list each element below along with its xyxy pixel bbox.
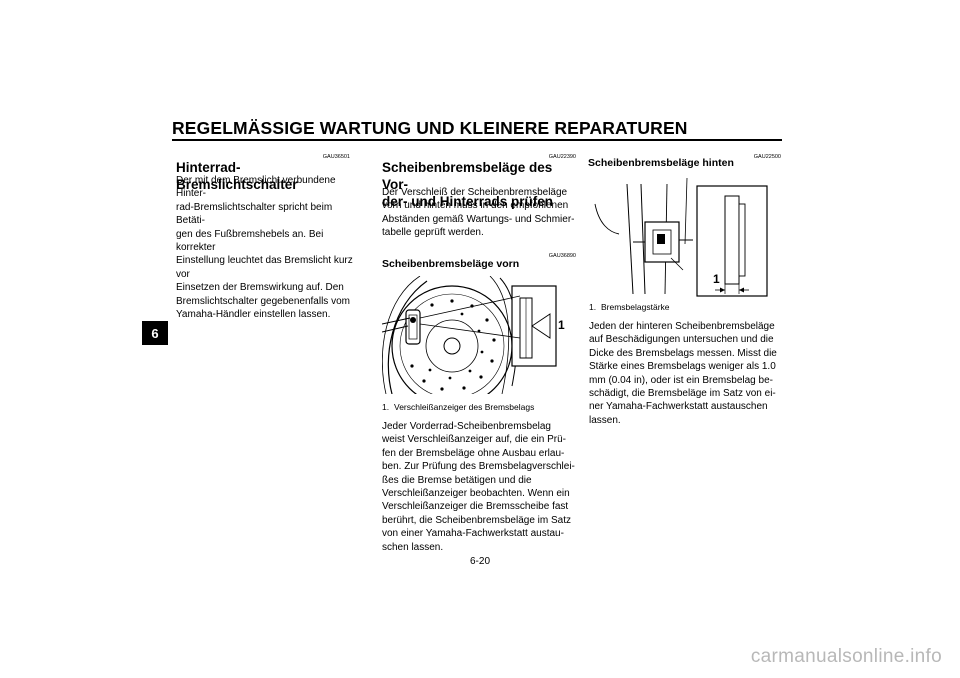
section-body: Der mit dem Bremslicht verbundene Hinter… — [176, 175, 353, 321]
figure-caption: 1. Verschleißanzeiger des Bremsbelags — [382, 402, 582, 413]
section-code: GAU22390 — [548, 154, 576, 160]
section-code: GAU36501 — [322, 154, 350, 160]
figure-caption: 1. Bremsbelagstärke — [589, 302, 784, 313]
caption-text: Verschleißanzeiger des Bremsbelags — [394, 402, 535, 412]
callout-label: 1 — [713, 272, 720, 286]
callout-label: 1 — [558, 318, 565, 332]
chapter-tab: 6 — [142, 321, 168, 345]
section-code: GAU36890 — [548, 253, 576, 259]
page-title: REGELMÄSSIGE WARTUNG UND KLEINERE REPARA… — [172, 118, 688, 138]
caption-number: 1. — [382, 402, 390, 412]
watermark: carmanualsonline.info — [750, 646, 942, 667]
page-number: 6-20 — [469, 556, 490, 567]
section-body: Jeder Vorderrad-Scheibenbremsbelag weist… — [382, 421, 575, 553]
section-heading: Scheibenbremsbeläge des Vor- der- und Hi… — [382, 160, 554, 209]
front-brake-drawing — [382, 276, 557, 394]
section-code: GAU22500 — [753, 154, 781, 160]
caption-text: Bremsbelagstärke — [601, 302, 670, 312]
rear-brake-drawing — [594, 177, 768, 297]
title-rule — [172, 139, 782, 141]
rear-brake-illustration: 1 — [589, 174, 781, 298]
caption-number: 1. — [589, 302, 597, 312]
front-brake-illustration: 1 — [382, 276, 578, 394]
section-intro: Der Verschleiß der Scheibenbremsbeläge v… — [382, 187, 575, 239]
subsection-heading: Scheibenbremsbeläge hinten — [588, 157, 734, 169]
section-body: Jeden der hinteren Scheibenbremsbeläge a… — [589, 321, 777, 426]
section-heading: Hinterrad-Bremslichtschalter — [176, 160, 298, 192]
subsection-heading: Scheibenbremsbeläge vorn — [382, 258, 520, 270]
